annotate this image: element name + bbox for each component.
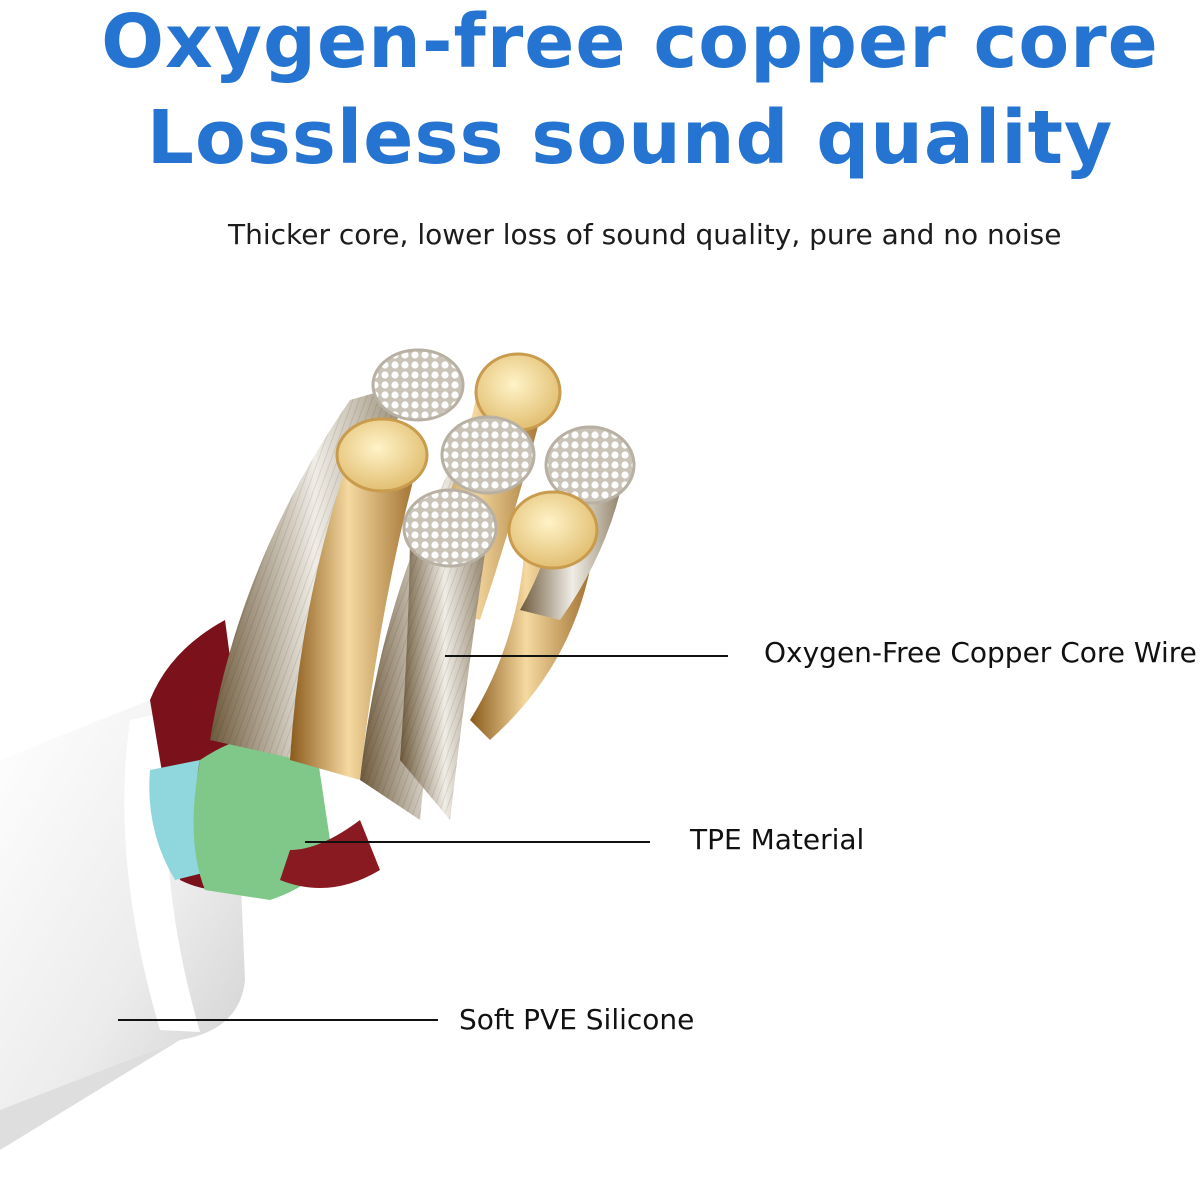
wire-end-caps [335,348,636,570]
callout-label-silicone: Soft PVE Silicone [459,1003,695,1036]
subtitle: Thicker core, lower loss of sound qualit… [228,218,1062,251]
headline-line-2: Lossless sound quality [146,95,1114,181]
callout-label-copper-core: Oxygen-Free Copper Core Wire [764,636,1197,669]
callout-label-tpe-material: TPE Material [690,823,865,856]
headline-line-1: Oxygen-free copper core [101,0,1159,85]
